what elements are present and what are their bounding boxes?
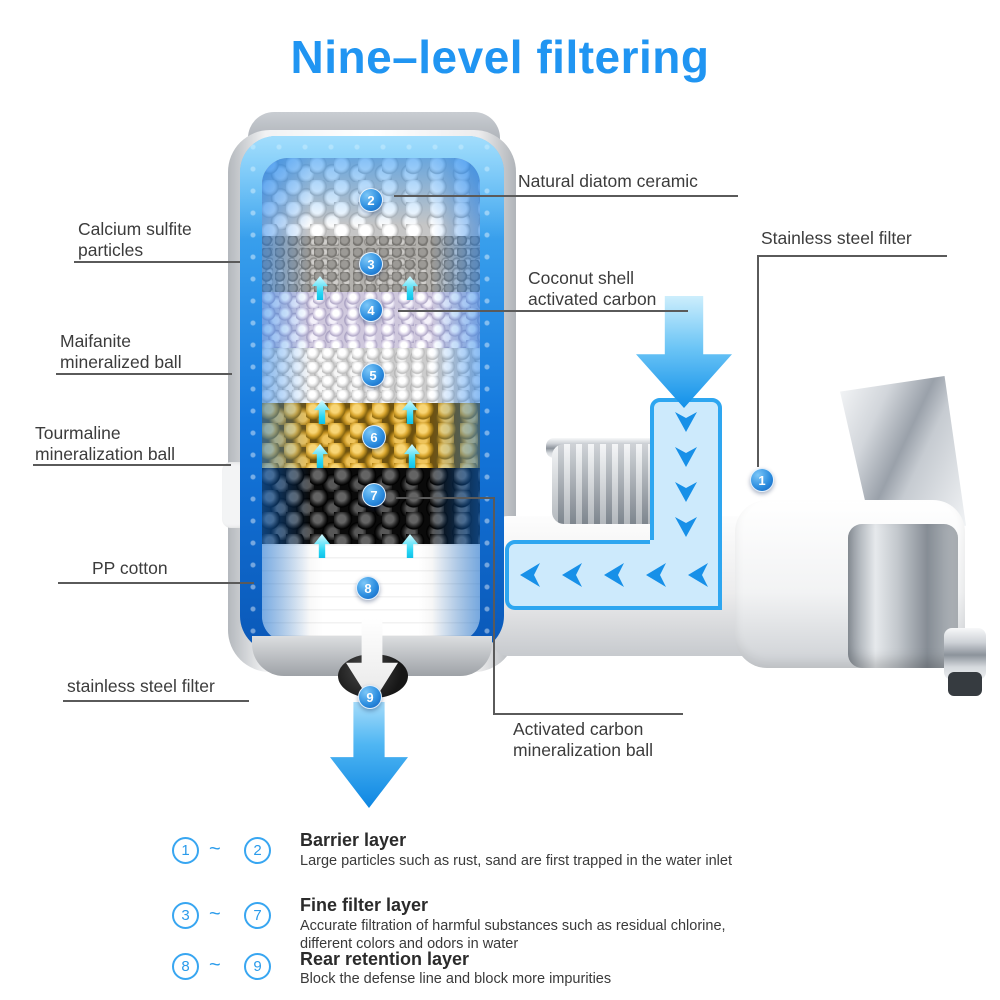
callout-tourmaline-ball: Tourmaline mineralization ball bbox=[35, 423, 176, 464]
number-badge-5: 5 bbox=[361, 363, 385, 387]
callout-pp-cotton: PP cotton bbox=[92, 558, 168, 578]
callout-coconut-activated-carbon: Coconut shell activated carbon bbox=[528, 268, 657, 309]
callout-line bbox=[394, 195, 738, 197]
number-badge-4: 4 bbox=[359, 298, 383, 322]
legend-badge-from-3: 3 bbox=[172, 902, 199, 929]
callout-maifanite-ball: Maifanite mineralized ball bbox=[60, 331, 182, 372]
callout-natural-diatom-ceramic: Natural diatom ceramic bbox=[518, 171, 698, 191]
callout-line bbox=[33, 464, 231, 466]
legend-title-barrier: Barrier layer bbox=[300, 830, 407, 850]
number-badge-6: 6 bbox=[362, 425, 386, 449]
number-badge-3: 3 bbox=[359, 252, 383, 276]
legend-desc-rear-retention: Block the defense line and block more im… bbox=[300, 971, 612, 987]
legend-desc-barrier: Large particles such as rust, sand are f… bbox=[300, 853, 732, 869]
spout-tip bbox=[948, 672, 982, 696]
legend-badge-to-9: 9 bbox=[244, 953, 271, 980]
callout-line bbox=[398, 310, 688, 312]
callout-line bbox=[74, 261, 240, 263]
faucet-spout bbox=[944, 628, 986, 680]
legend-title-rear-retention: Rear retention layer bbox=[300, 949, 470, 969]
callout-line bbox=[493, 713, 683, 715]
pipe-elbow bbox=[650, 540, 718, 606]
legend-badge-to-7: 7 bbox=[244, 902, 271, 929]
legend-desc-fine-filter: Accurate filtration of harmful substance… bbox=[300, 918, 726, 953]
callout-line bbox=[396, 497, 494, 499]
callout-line bbox=[757, 255, 947, 257]
faucet-chrome-section bbox=[848, 524, 958, 668]
outlet-flow-arrow-icon bbox=[330, 702, 408, 808]
legend-tilde: ~ bbox=[209, 838, 221, 860]
inlet-flow-arrow-icon bbox=[636, 296, 732, 408]
callout-line bbox=[56, 373, 232, 375]
callout-stainless-steel-filter-top: Stainless steel filter bbox=[761, 228, 912, 248]
legend-badge-from-1: 1 bbox=[172, 837, 199, 864]
legend-title-fine-filter: Fine filter layer bbox=[300, 895, 429, 915]
legend-badge-to-2: 2 bbox=[244, 837, 271, 864]
number-badge-7: 7 bbox=[362, 483, 386, 507]
number-badge-1: 1 bbox=[750, 468, 774, 492]
number-badge-9: 9 bbox=[358, 685, 382, 709]
filter-cartridge-cutaway bbox=[262, 158, 480, 642]
callout-calcium-sulfite: Calcium sulfite particles bbox=[78, 219, 192, 260]
callout-line bbox=[58, 582, 254, 584]
callout-line bbox=[493, 497, 495, 715]
number-badge-2: 2 bbox=[359, 188, 383, 212]
callout-line bbox=[757, 255, 759, 467]
page-title: Nine–level filtering bbox=[290, 31, 710, 83]
callout-activated-carbon-ball: Activated carbon mineralization ball bbox=[513, 719, 654, 760]
callout-line bbox=[63, 700, 249, 702]
callout-stainless-steel-filter-bottom: stainless steel filter bbox=[67, 676, 215, 696]
legend-badge-from-8: 8 bbox=[172, 953, 199, 980]
number-badge-8: 8 bbox=[356, 576, 380, 600]
legend-tilde: ~ bbox=[209, 903, 221, 925]
legend-tilde: ~ bbox=[209, 954, 221, 976]
